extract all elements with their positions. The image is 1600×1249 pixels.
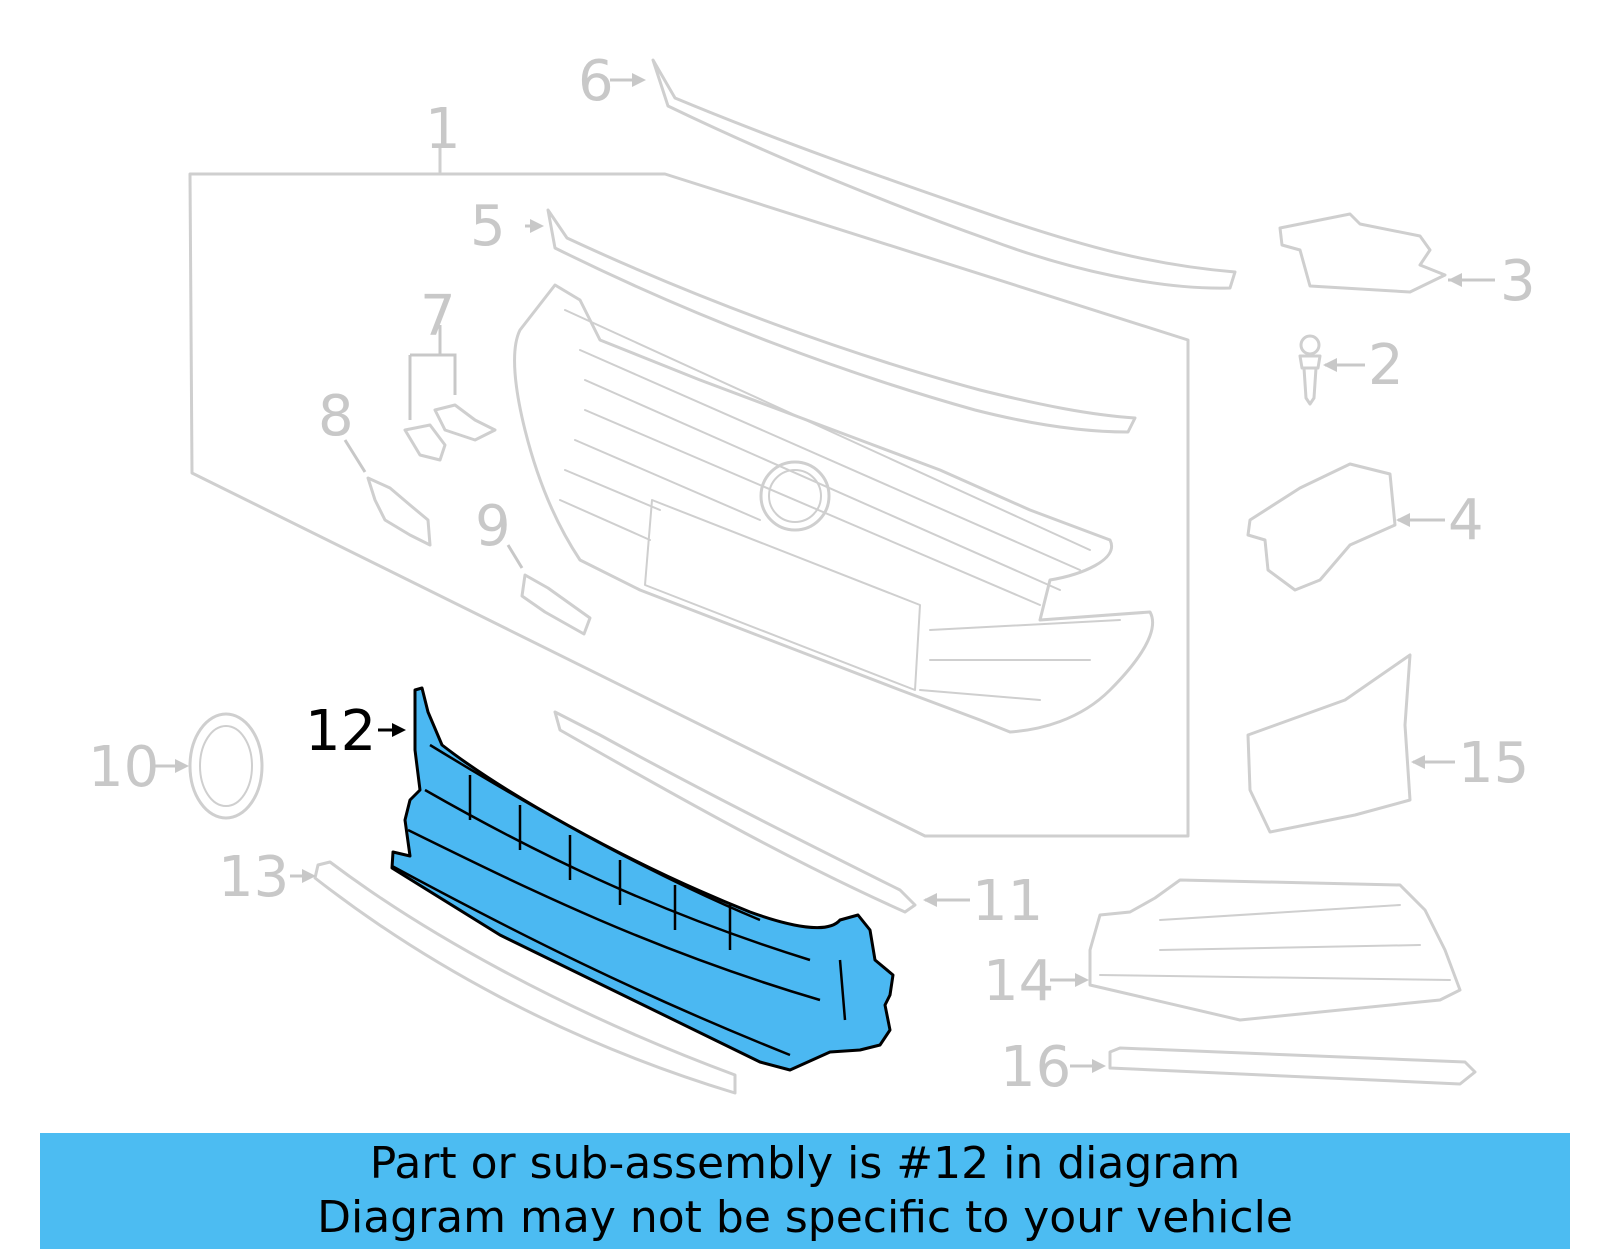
part-6-upper-trim xyxy=(651,58,1237,290)
part-8-bracket xyxy=(343,439,432,547)
callout-7: 7 xyxy=(420,284,456,349)
callout-3: 3 xyxy=(1500,249,1536,314)
part-15-mesh-insert xyxy=(1246,653,1455,834)
callout-9: 9 xyxy=(475,494,511,559)
callout-8: 8 xyxy=(318,384,354,449)
info-banner: Part or sub-assembly is #12 in diagram D… xyxy=(40,1133,1570,1249)
banner-line-2: Diagram may not be specific to your vehi… xyxy=(317,1192,1293,1243)
callout-16: 16 xyxy=(1000,1035,1071,1100)
part-16-lower-strip xyxy=(1070,1046,1477,1086)
banner-line-1: Part or sub-assembly is #12 in diagram xyxy=(369,1138,1241,1189)
part-14-lower-grille xyxy=(1050,878,1462,1022)
part-5-grille-strip xyxy=(546,208,1137,434)
part-13-lower-trim xyxy=(290,860,737,1095)
callout-4: 4 xyxy=(1448,488,1484,553)
part-2-screw xyxy=(1298,334,1365,406)
callout-11: 11 xyxy=(972,869,1043,934)
part-7-clips xyxy=(403,325,497,462)
part-11-lower-strip xyxy=(553,710,970,914)
callout-2: 2 xyxy=(1368,333,1404,398)
main-grille xyxy=(513,283,1155,734)
callout-12: 12 xyxy=(305,699,376,764)
callout-1: 1 xyxy=(425,97,461,162)
callout-15: 15 xyxy=(1458,731,1529,796)
callout-6: 6 xyxy=(578,49,614,114)
callout-13: 13 xyxy=(218,845,289,910)
callout-14: 14 xyxy=(983,949,1054,1014)
part-12-grille-carrier xyxy=(378,686,895,1072)
part-3-bracket xyxy=(1278,212,1495,294)
part-4-bracket xyxy=(1246,462,1445,592)
part-10-emblem xyxy=(150,712,264,820)
callout-10: 10 xyxy=(88,735,159,800)
part-9-trim xyxy=(506,544,592,636)
part-1-assembly-outline xyxy=(188,143,1190,838)
callout-5: 5 xyxy=(470,194,506,259)
